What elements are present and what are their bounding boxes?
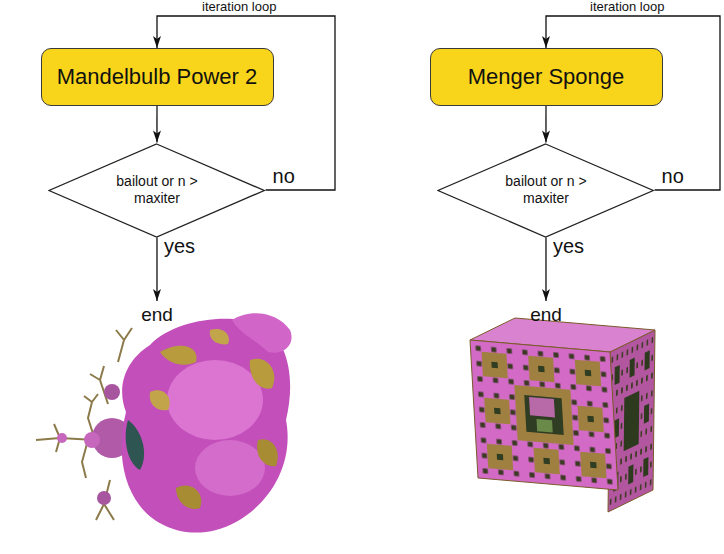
node-text: end <box>141 305 173 324</box>
node-text: Mandelbulb Power 2 <box>57 64 258 89</box>
decision-diamond: bailout or n > maxiter <box>437 143 654 238</box>
cube-inner-glimpse <box>529 397 555 418</box>
text-group: Menger Sponge <box>468 64 625 89</box>
text-group: end <box>530 305 562 324</box>
node-text: bailout or n > maxiter <box>102 173 212 207</box>
edge-label: no <box>273 166 295 186</box>
node-text: end <box>530 305 562 324</box>
text-group: end <box>141 305 173 324</box>
bulb-lobe <box>104 384 120 400</box>
bulb-lobe <box>84 432 100 448</box>
edge-label: no <box>662 166 684 186</box>
bulb-highlight <box>195 440 265 496</box>
edge-label: yes <box>553 236 584 256</box>
bulb-gold-patch <box>176 485 201 508</box>
dendrite-branch <box>116 328 132 362</box>
loop-label: iteration loop <box>200 0 278 14</box>
terminal-text: end <box>137 301 177 328</box>
dendrite-branch <box>90 366 108 404</box>
text-group: bailout or n > maxiter <box>102 173 212 207</box>
edge-label: yes <box>164 236 195 256</box>
cube-holes <box>486 357 601 474</box>
decision-diamond: bailout or n > maxiter <box>48 143 265 238</box>
bulb-gold-patch <box>150 390 170 410</box>
dendrite-branch <box>84 394 98 402</box>
terminal-text: end <box>526 301 566 328</box>
bulb-shadow <box>126 420 144 470</box>
dendrite-branch <box>96 480 114 520</box>
bulb-highlight <box>167 360 263 440</box>
flow-connector <box>156 238 157 302</box>
bulb-lobe <box>97 491 111 505</box>
process-box: Mandelbulb Power 2 <box>41 48 274 106</box>
bulb-lobe <box>57 433 67 443</box>
bulb-gold-patch <box>250 359 275 389</box>
bulb-gold-patch <box>257 439 278 466</box>
mandelbulb-dendrite <box>36 328 132 520</box>
cube-inner-glimpse <box>536 419 552 433</box>
mandelbulb-body <box>57 313 292 532</box>
cube-holes <box>613 350 650 492</box>
loop-label: iteration loop <box>588 0 666 14</box>
node-text: Menger Sponge <box>468 64 625 89</box>
flow-connector <box>545 106 546 143</box>
text-group: bailout or n > maxiter <box>491 173 601 207</box>
node-text: bailout or n > maxiter <box>491 173 601 207</box>
diamond-shape <box>438 144 653 237</box>
flow-connector <box>545 238 546 302</box>
bulb-main <box>122 319 291 533</box>
bulb-gold-patch <box>210 329 229 344</box>
flow-connector <box>156 106 157 143</box>
bulb-gold-patch <box>160 346 197 365</box>
cube-holes <box>470 340 618 490</box>
menger-left-face <box>470 340 618 490</box>
process-box: Menger Sponge <box>430 48 663 106</box>
diamond-shape <box>49 144 264 237</box>
cube-face <box>470 340 618 490</box>
bulb-lobe <box>232 313 292 353</box>
text-group: Mandelbulb Power 2 <box>57 64 258 89</box>
